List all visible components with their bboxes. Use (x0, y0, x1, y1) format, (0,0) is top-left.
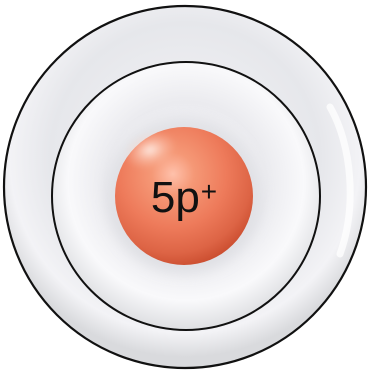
atom-diagram: 5p+ (0, 0, 370, 374)
atom-diagram-svg (0, 0, 370, 374)
